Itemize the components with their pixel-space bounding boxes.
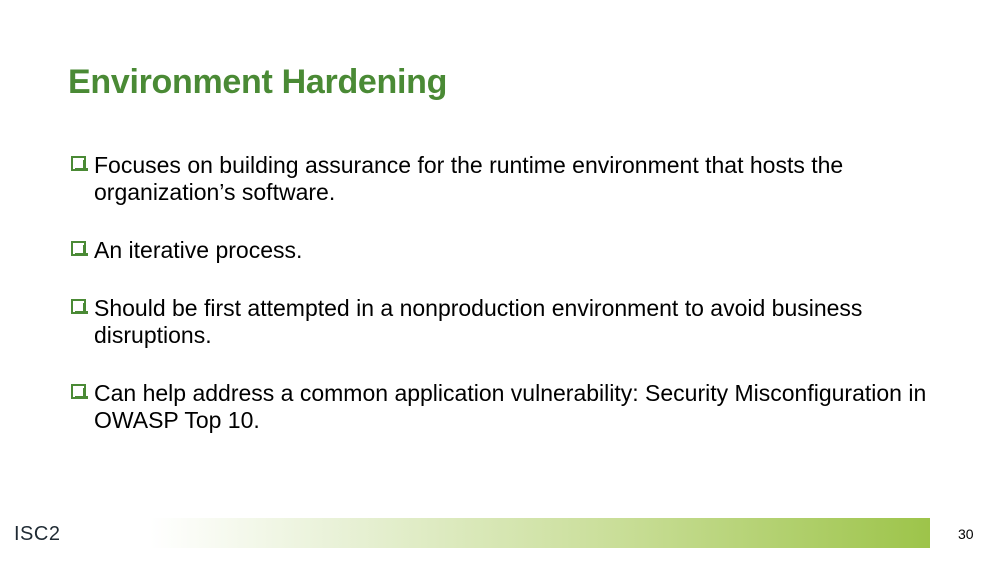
page-number: 30 bbox=[958, 526, 974, 542]
bullet-text: Can help address a common application vu… bbox=[94, 380, 927, 433]
footer-gradient-bar bbox=[150, 518, 930, 548]
bullet-text: An iterative process. bbox=[94, 237, 303, 263]
bullet-item: Focuses on building assurance for the ru… bbox=[68, 152, 948, 206]
checkbox-bullet-icon bbox=[71, 241, 88, 256]
slide-title: Environment Hardening bbox=[68, 63, 448, 101]
bullet-text: Should be first attempted in a nonproduc… bbox=[94, 295, 863, 348]
checkbox-bullet-icon bbox=[71, 299, 88, 314]
bullet-item: Should be first attempted in a nonproduc… bbox=[68, 295, 948, 349]
bullet-list: Focuses on building assurance for the ru… bbox=[68, 152, 948, 465]
bullet-item: An iterative process. bbox=[68, 237, 948, 264]
isc2-logo: ISC2 bbox=[14, 523, 61, 545]
checkbox-bullet-icon bbox=[71, 384, 88, 399]
bullet-text: Focuses on building assurance for the ru… bbox=[94, 152, 844, 205]
checkbox-bullet-icon bbox=[71, 156, 88, 171]
bullet-item: Can help address a common application vu… bbox=[68, 380, 948, 434]
